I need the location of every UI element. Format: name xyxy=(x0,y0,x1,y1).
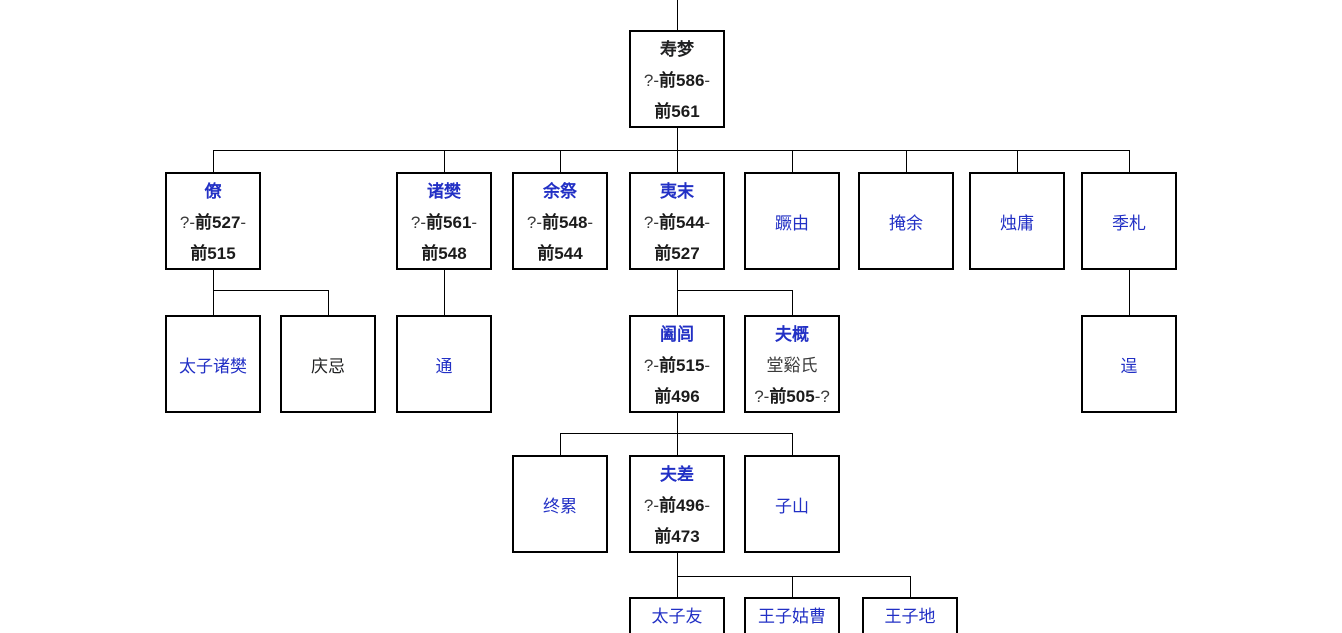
connector-drop-qingji xyxy=(328,290,329,315)
person-link-taizi-zhufan[interactable]: 太子诸樊 xyxy=(179,356,247,376)
connector-drop-zishan xyxy=(792,433,793,455)
connector-fuchai-down xyxy=(677,553,678,597)
person-dates-helu-line2: 前496 xyxy=(654,387,700,406)
person-link-wangzi-gucao[interactable]: 王子姑曹 xyxy=(758,607,826,626)
person-box-zhonglei: 终累 xyxy=(512,455,608,553)
connector-drop-yuji xyxy=(560,150,561,172)
person-dates-fuchai-line1: ?-前496- xyxy=(643,496,711,515)
person-box-shoumeng: 寿梦 ?-前586- 前561 xyxy=(629,30,725,128)
person-box-jizha: 季札 xyxy=(1081,172,1177,270)
connector-gen2-horizontal xyxy=(213,150,1130,151)
connector-drop-liao xyxy=(213,150,214,172)
connector-drop-zhonglei xyxy=(560,433,561,455)
person-box-zhuyong: 烛庸 xyxy=(969,172,1065,270)
connector-jizha-cheng xyxy=(1129,270,1130,315)
person-link-yuji[interactable]: 余祭 xyxy=(543,182,577,201)
person-link-zishan[interactable]: 子山 xyxy=(775,496,809,516)
person-dates-liao-line1: ?-前527- xyxy=(179,213,247,232)
person-link-cheng[interactable]: 逞 xyxy=(1120,356,1138,376)
connector-liao-down xyxy=(213,270,214,315)
person-link-yanyu[interactable]: 掩余 xyxy=(889,213,923,233)
connector-yimo-down xyxy=(677,270,678,315)
person-link-jueyou[interactable]: 蹶由 xyxy=(775,213,809,233)
person-link-jizha[interactable]: 季札 xyxy=(1112,213,1146,233)
connector-drop-zhuyong xyxy=(1017,150,1018,172)
connector-helu-children-horizontal xyxy=(560,433,793,434)
person-box-wangzi-gucao: 王子姑曹 xyxy=(744,597,840,633)
person-dates-shoumeng-line1: ?-前586- xyxy=(643,71,711,90)
person-link-wangzi-di[interactable]: 王子地 xyxy=(884,607,936,626)
connector-drop-wangzi-di xyxy=(910,576,911,597)
person-clan-fugai: 堂谿氏 xyxy=(766,356,818,375)
person-link-tong[interactable]: 通 xyxy=(435,356,453,376)
person-link-zhufan[interactable]: 诸樊 xyxy=(427,182,461,201)
person-box-zishan: 子山 xyxy=(744,455,840,553)
person-box-zhufan: 诸樊 ?-前561- 前548 xyxy=(396,172,492,270)
person-box-tong: 通 xyxy=(396,315,492,413)
person-dates-yuji-line2: 前544 xyxy=(537,244,583,263)
person-name-qingji: 庆忌 xyxy=(311,356,345,376)
person-dates-yimo-line1: ?-前544- xyxy=(643,213,711,232)
person-box-wangzi-di: 王子地 xyxy=(862,597,958,633)
connector-fuchai-children-horizontal xyxy=(677,576,911,577)
person-box-fugai: 夫概 堂谿氏 ?-前505-? xyxy=(744,315,840,413)
person-box-taizi-zhufan: 太子诸樊 xyxy=(165,315,261,413)
person-box-qingji: 庆忌 xyxy=(280,315,376,413)
person-box-jueyou: 蹶由 xyxy=(744,172,840,270)
connector-yimo-children-horizontal xyxy=(677,290,793,291)
connector-top-stub xyxy=(677,0,678,30)
person-link-fugai[interactable]: 夫概 xyxy=(775,325,809,344)
person-box-yimo: 夷末 ?-前544- 前527 xyxy=(629,172,725,270)
connector-liao-children-horizontal xyxy=(213,290,329,291)
connector-drop-jizha xyxy=(1129,150,1130,172)
person-dates-fuchai-line2: 前473 xyxy=(654,527,700,546)
person-dates-zhufan-line2: 前548 xyxy=(421,244,467,263)
person-link-yimo[interactable]: 夷末 xyxy=(660,182,694,201)
person-link-zhonglei[interactable]: 终累 xyxy=(543,496,577,516)
connector-drop-wangzi-gucao xyxy=(792,576,793,597)
person-box-fuchai: 夫差 ?-前496- 前473 xyxy=(629,455,725,553)
person-dates-helu-line1: ?-前515- xyxy=(643,356,711,375)
person-name-shoumeng: 寿梦 xyxy=(660,40,694,59)
person-box-helu: 阖闾 ?-前515- 前496 xyxy=(629,315,725,413)
connector-zhufan-tong xyxy=(444,270,445,315)
person-link-fuchai[interactable]: 夫差 xyxy=(660,465,694,484)
person-dates-fugai: ?-前505-? xyxy=(754,387,830,406)
person-link-zhuyong[interactable]: 烛庸 xyxy=(1000,213,1034,233)
person-dates-shoumeng-line2: 前561 xyxy=(654,102,700,121)
person-box-liao: 僚 ?-前527- 前515 xyxy=(165,172,261,270)
person-box-taizi-you: 太子友 xyxy=(629,597,725,633)
person-box-yuji: 余祭 ?-前548- 前544 xyxy=(512,172,608,270)
person-link-taizi-you[interactable]: 太子友 xyxy=(651,607,703,626)
person-dates-yimo-line2: 前527 xyxy=(654,244,700,263)
person-dates-yuji-line1: ?-前548- xyxy=(526,213,594,232)
connector-drop-yanyu xyxy=(906,150,907,172)
person-link-helu[interactable]: 阖闾 xyxy=(660,325,694,344)
person-box-cheng: 逞 xyxy=(1081,315,1177,413)
person-box-yanyu: 掩余 xyxy=(858,172,954,270)
person-link-liao[interactable]: 僚 xyxy=(204,182,222,201)
person-dates-liao-line2: 前515 xyxy=(190,244,236,263)
connector-drop-jueyou xyxy=(792,150,793,172)
person-dates-zhufan-line1: ?-前561- xyxy=(410,213,478,232)
connector-drop-zhufan xyxy=(444,150,445,172)
connector-drop-fugai xyxy=(792,290,793,315)
